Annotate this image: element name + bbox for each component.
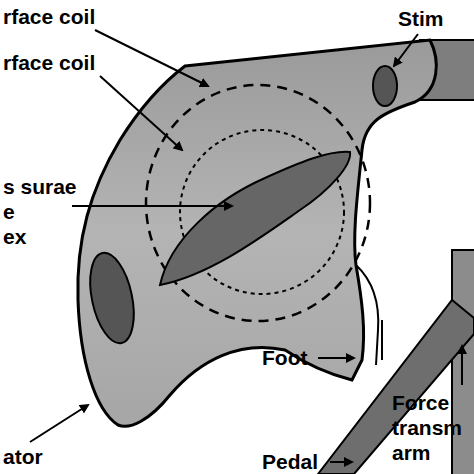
leg-outline — [78, 40, 436, 426]
foot-mark — [381, 320, 383, 360]
part-label: Foot — [262, 347, 307, 368]
part-label: ator — [3, 446, 43, 467]
foot-line — [356, 265, 378, 365]
part-label: Stim — [398, 8, 444, 29]
part-label: transm — [392, 417, 462, 438]
part-label: Force — [392, 392, 449, 413]
part-label: s surae — [3, 176, 77, 197]
pedal — [318, 300, 474, 474]
force-arm — [452, 250, 474, 474]
part-label: Pedal — [262, 451, 318, 472]
part-label: ex — [3, 226, 26, 247]
surface-coil-outer — [146, 85, 370, 321]
part-label: e — [3, 201, 15, 222]
part-label: arm — [392, 442, 431, 463]
part-label: rface coil — [3, 52, 95, 73]
part-label: rface coil — [3, 6, 95, 27]
leader-lines — [30, 30, 462, 462]
stimulator-left — [83, 249, 141, 347]
stimulator-top — [373, 66, 397, 106]
triceps-surae-muscle — [160, 152, 350, 285]
